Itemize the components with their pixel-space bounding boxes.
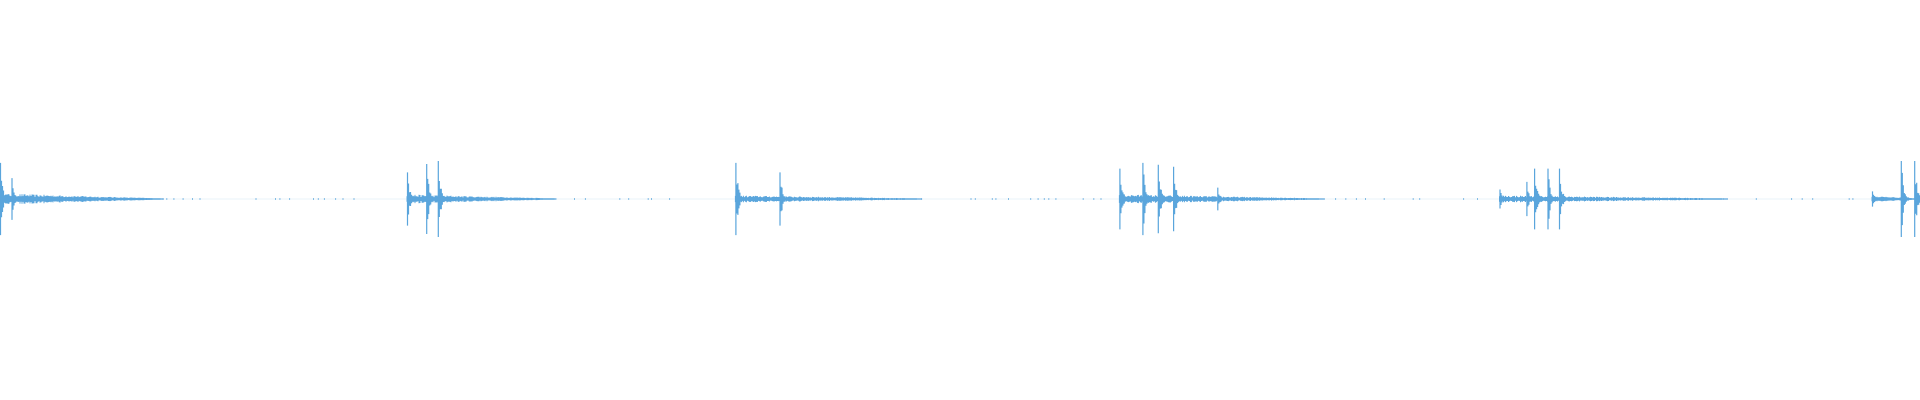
waveform-transient: [0, 162, 10, 236]
waveform-noise-specks: [1335, 198, 1478, 200]
waveform-tail-path: [734, 195, 922, 203]
waveform-transient: [1534, 168, 1544, 230]
waveform-transient: [1900, 161, 1910, 237]
waveform-tail: [0, 193, 164, 205]
waveform-transient: [406, 172, 417, 226]
waveform-transient: [426, 164, 436, 234]
waveform-transient: [1157, 164, 1167, 234]
waveform-noise-specks: [921, 198, 1102, 200]
waveform-transient: [11, 178, 21, 220]
waveform-transient: [1173, 166, 1183, 232]
waveform-transient: [437, 161, 447, 237]
waveform-tail-path: [0, 193, 164, 205]
waveform-transient: [1914, 161, 1920, 237]
waveform-noise-specks: [574, 198, 671, 200]
waveform-transient: [1217, 187, 1227, 211]
waveform-transient: [1871, 191, 1882, 207]
waveform-transient: [735, 162, 745, 236]
waveform-transient: [779, 172, 789, 226]
waveform-transient: [1526, 181, 1536, 217]
waveform-noise-specks: [1755, 198, 1854, 200]
waveform-tail: [734, 195, 922, 203]
waveform-transient: [1558, 168, 1569, 230]
waveform-transient: [1119, 168, 1129, 230]
waveform-noise-specks: [162, 198, 355, 200]
waveform-transient: [1547, 168, 1557, 230]
waveform-transient: [1142, 162, 1152, 236]
waveform-transient: [1499, 189, 1509, 209]
